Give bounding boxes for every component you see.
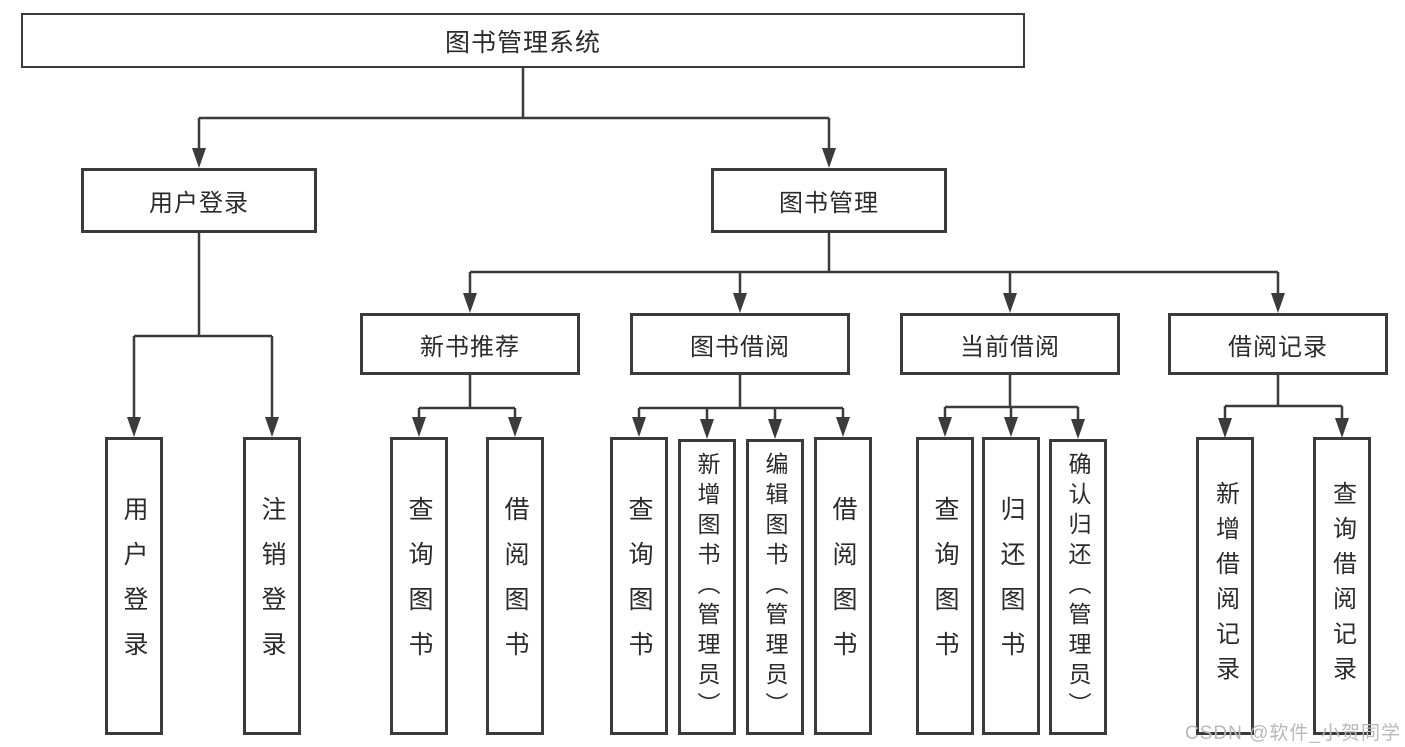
node-logout-leaf-label: 注销登录: [258, 496, 286, 676]
node-new-book-recommend-label: 新书推荐: [420, 333, 520, 361]
connector-root-to-level2: [197, 68, 831, 150]
node-book-borrow: 图书借阅: [630, 313, 850, 375]
connector-new-book-branch: [417, 375, 517, 420]
node-borrow-query-books-label: 查询图书: [625, 496, 653, 676]
node-user-login-leaf: 用户登录: [105, 437, 163, 735]
node-borrow-records: 借阅记录: [1168, 313, 1388, 375]
node-current-query-books: 查询图书: [916, 437, 974, 735]
node-borrow-add-books-admin: 新增图书（管理员）: [678, 439, 736, 735]
connector-records-branch: [1223, 375, 1344, 421]
node-current-query-books-label: 查询图书: [931, 496, 959, 676]
arrowheads: [127, 148, 1349, 439]
node-user-login-group-label: 用户登录: [149, 190, 249, 217]
node-current-borrow-label: 当前借阅: [960, 333, 1060, 361]
node-book-management: 图书管理: [711, 168, 947, 233]
node-records-query-record: 查询借阅记录: [1313, 437, 1371, 735]
csdn-watermark: CSDN @软件_小贺同学: [1185, 723, 1401, 744]
node-borrow-add-books-admin-label: 新增图书（管理员）: [694, 452, 720, 722]
node-current-return-books-label: 归还图书: [997, 496, 1025, 676]
node-borrow-edit-books-admin: 编辑图书（管理员）: [746, 439, 804, 735]
node-user-login-group: 用户登录: [81, 168, 317, 233]
node-recommend-query-books: 查询图书: [390, 437, 448, 735]
node-records-add-record: 新增借阅记录: [1196, 437, 1254, 735]
node-user-login-leaf-label: 用户登录: [120, 496, 148, 676]
node-system-root: 图书管理系统: [21, 13, 1025, 68]
node-recommend-borrow-books-label: 借阅图书: [501, 496, 529, 676]
connector-user-login-branch: [132, 233, 274, 420]
node-current-confirm-return-admin: 确认归还（管理员）: [1049, 439, 1107, 735]
node-borrow-borrow-books: 借阅图书: [814, 437, 872, 735]
node-book-borrow-label: 图书借阅: [690, 333, 790, 361]
node-borrow-records-label: 借阅记录: [1228, 333, 1328, 361]
node-borrow-edit-books-admin-label: 编辑图书（管理员）: [762, 452, 788, 722]
node-current-confirm-return-admin-label: 确认归还（管理员）: [1065, 452, 1091, 722]
node-records-query-record-label: 查询借阅记录: [1328, 481, 1356, 691]
node-new-book-recommend: 新书推荐: [360, 313, 580, 375]
node-borrow-borrow-books-label: 借阅图书: [829, 496, 857, 676]
connector-book-mgmt-branch: [468, 232, 1280, 296]
node-system-root-label: 图书管理系统: [444, 28, 601, 57]
connector-current-borrow-branch: [943, 375, 1080, 422]
node-book-management-label: 图书管理: [779, 190, 879, 217]
node-current-borrow: 当前借阅: [900, 313, 1120, 375]
node-logout-leaf: 注销登录: [243, 437, 301, 735]
node-borrow-query-books: 查询图书: [610, 437, 668, 735]
node-recommend-query-books-label: 查询图书: [405, 496, 433, 676]
node-recommend-borrow-books: 借阅图书: [486, 437, 544, 735]
node-current-return-books: 归还图书: [982, 437, 1040, 735]
node-records-add-record-label: 新增借阅记录: [1211, 481, 1239, 691]
connector-book-borrow-branch: [637, 375, 845, 422]
